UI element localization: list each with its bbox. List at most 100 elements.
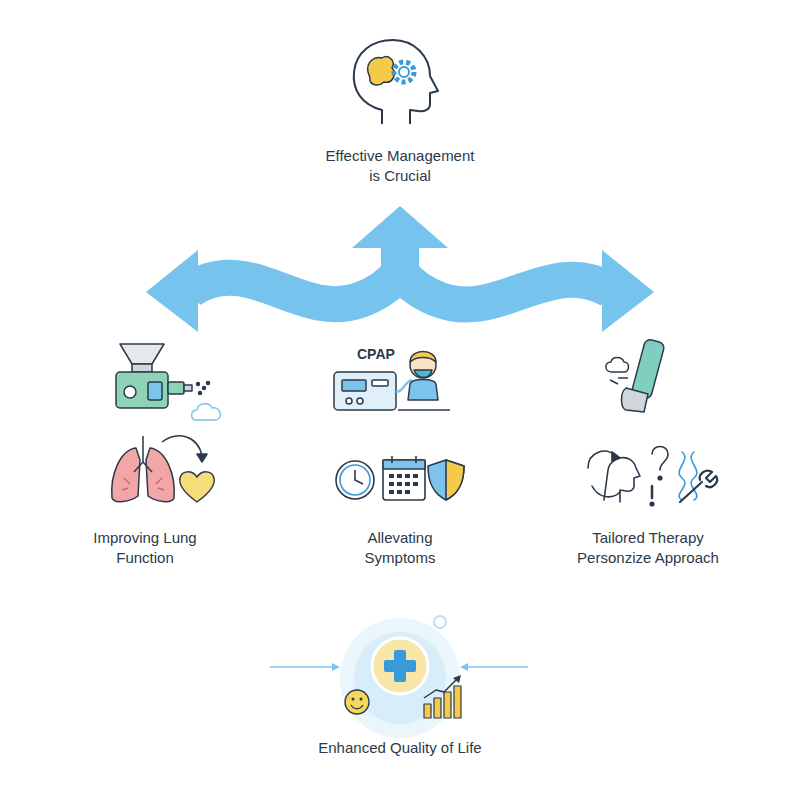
nebulizer-icon-part (116, 372, 168, 408)
section-label: Improving Lung Function (78, 528, 212, 568)
quality-badge (270, 616, 528, 738)
therapy-icons-part (680, 471, 717, 502)
cpap-icon-part (410, 352, 436, 378)
cpap-icon-part (372, 380, 388, 386)
cpap-icon-part (342, 380, 366, 391)
branch-arrow-part (602, 250, 654, 332)
quality-badge-part-part (454, 686, 461, 718)
nebulizer-icon-part (132, 364, 152, 372)
symptom-icons-part-part (389, 482, 394, 486)
symptom-icons-part-part (405, 490, 410, 494)
quality-badge-part (464, 666, 528, 668)
symptom-icons-part (389, 474, 418, 494)
symptom-icons-part (336, 461, 374, 499)
quality-badge-part (345, 690, 369, 714)
cpap-icon-part (334, 372, 396, 410)
lungs-icon-part (197, 454, 207, 462)
nebulizer-icon-part (199, 392, 202, 395)
inhaler-icon-part (610, 378, 628, 384)
head-icon (354, 40, 438, 124)
inhaler-icon-part (622, 388, 649, 412)
lungs-icon-part (112, 448, 140, 502)
quality-badge-part (332, 663, 340, 671)
nebulizer-icon-part (207, 382, 210, 385)
cpap-icon-part (346, 398, 352, 404)
lungs-icon-part (180, 472, 215, 502)
heading-label: Effective Management is Crucial (321, 146, 479, 186)
nebulizer-icon (116, 344, 220, 420)
quality-badge-part (460, 663, 468, 671)
quality-badge-part (424, 686, 461, 718)
therapy-icons-part (651, 486, 654, 498)
head-icon-part (399, 67, 409, 77)
therapy-icons-part (650, 502, 654, 506)
therapy-icons-part (679, 452, 685, 500)
therapy-icons (588, 447, 717, 506)
quality-node: Enhanced Quality of Life (275, 612, 525, 758)
symptom-icons-part (446, 460, 464, 500)
cpap-icon-part (414, 370, 432, 378)
symptom-icons-part (383, 460, 425, 500)
quality-badge-part (360, 698, 363, 701)
cpap-icon-part (398, 409, 450, 411)
section-label: Tailored Therapy Personzize Approach (562, 528, 734, 568)
quality-badge-part-part (434, 698, 441, 718)
head-icon-part (394, 62, 414, 82)
symptom-icons-part (355, 470, 363, 484)
symptom-icons-part (415, 456, 417, 463)
cpap-icon-part (408, 380, 438, 401)
nebulizer-icon-part (203, 387, 206, 390)
symptom-icons-part-part (405, 474, 410, 478)
quality-badge-part (351, 705, 363, 709)
nebulizer-icon-part (168, 382, 184, 394)
quality-badge-part (372, 638, 428, 694)
head-icon-part (354, 40, 438, 124)
quality-badge-part (352, 698, 355, 701)
therapy-icons-part (604, 458, 640, 502)
quality-badge-part (434, 616, 446, 628)
device-label: CPAP (357, 344, 417, 364)
symptom-icons-part-part (397, 490, 402, 494)
symptom-icons-part (428, 460, 464, 500)
nebulizer-icon-part (124, 386, 136, 398)
symptom-icons-part-part (397, 482, 402, 486)
branch-arrow-part (352, 206, 448, 248)
quality-badge-part (354, 632, 446, 724)
symptom-icons-part-part (413, 474, 418, 478)
symptom-icons-part-part (389, 490, 394, 494)
therapy-icons-part (652, 447, 668, 471)
lungs-icon-part (122, 478, 164, 490)
symptom-icons-part (340, 465, 370, 495)
symptom-icons-part (391, 456, 393, 463)
node-text: Enhanced Quality of Life (275, 738, 525, 758)
symptom-icons (336, 456, 464, 500)
quality-badge-part-part (424, 704, 431, 718)
therapy-icons-part (691, 452, 697, 500)
nebulizer-icon-part (148, 382, 162, 400)
quality-badge-part-part (444, 692, 451, 718)
lungs-icon (112, 436, 215, 502)
quality-badge-part (340, 618, 460, 738)
nebulizer-icon-part (197, 383, 200, 386)
quality-badge-part (270, 666, 336, 668)
lungs-icon-part (146, 448, 174, 502)
branch-arrow-part (146, 250, 198, 332)
section-label: Allevating Symptoms (348, 528, 452, 568)
symptom-icons-part-part (389, 474, 394, 478)
cpap-icon-part (357, 398, 363, 404)
nebulizer-icon-part (184, 385, 192, 391)
nebulizer-icon-part (120, 344, 164, 364)
lungs-icon-part (162, 436, 202, 456)
branch-arrow (146, 206, 654, 332)
head-icon-part (368, 57, 395, 85)
lungs-icon-part (134, 436, 152, 472)
nebulizer-icon-part (192, 404, 221, 420)
cpap-icon-part (410, 352, 436, 363)
inhaler-icon-part (606, 358, 629, 373)
symptom-icons-part-part (413, 482, 418, 486)
symptom-icons-part-part (397, 474, 402, 478)
symptom-icons-part-part (405, 482, 410, 486)
quality-badge-part (453, 675, 461, 683)
